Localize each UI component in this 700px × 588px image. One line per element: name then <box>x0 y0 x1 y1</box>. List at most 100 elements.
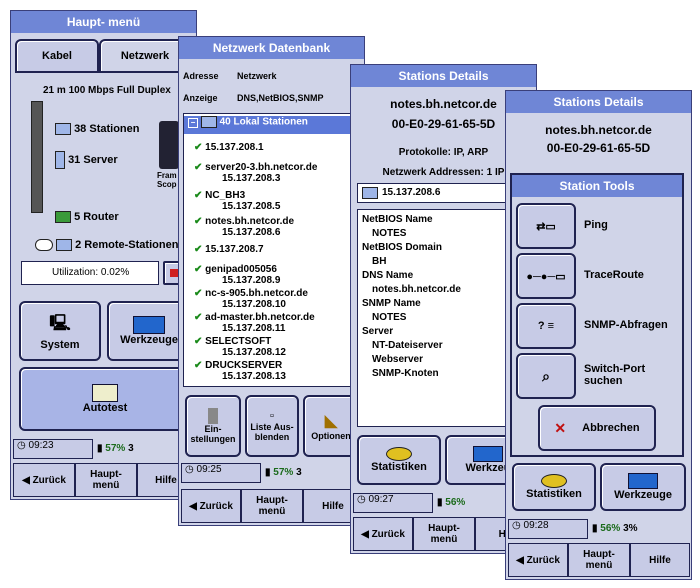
main-menu-label: Haupt- menü <box>428 523 460 545</box>
check-icon: ✔ <box>194 288 203 299</box>
battery-icon: ▮ <box>97 443 103 454</box>
settings-button[interactable]: Ein- stellungen <box>185 395 241 457</box>
detail-value: NOTES <box>372 312 407 323</box>
station-ip: 15.137.208.3 <box>222 173 281 184</box>
device-remote[interactable]: 2 Remote-Stationen <box>75 239 179 251</box>
main-menu-label: Haupt- menü <box>256 495 288 517</box>
mac-address: 00-E0-29-61-65-5D <box>391 117 496 131</box>
back-label: Zurück <box>32 474 66 486</box>
window-title: Netzwerk Datenbank <box>179 37 364 59</box>
minimize-icon: ▫ <box>270 410 274 422</box>
snmp-button[interactable]: ? ≡ <box>516 303 576 349</box>
back-label: Zurück <box>371 528 405 540</box>
flag-icon <box>170 269 182 277</box>
check-icon: ✔ <box>194 264 203 275</box>
switch-port-button[interactable]: ⌕ <box>516 353 576 399</box>
device-servers[interactable]: 31 Server <box>68 153 118 166</box>
back-button[interactable]: ◀ Zurück <box>353 517 413 551</box>
check-icon: ✔ <box>194 216 203 227</box>
station-ip: 15.137.208.5 <box>222 201 281 212</box>
back-button[interactable]: ◀ Zurück <box>508 543 568 577</box>
main-menu-button[interactable]: Haupt- menü <box>75 463 137 497</box>
tab-kabel[interactable]: Kabel <box>15 39 99 73</box>
options-label: Optionen <box>311 431 351 441</box>
station-name: notes.bh.netcor.de <box>205 216 295 227</box>
router-icon <box>55 211 71 224</box>
hide-list-button[interactable]: ▫ Liste Aus- blenden <box>245 395 299 457</box>
station-ip: 15.137.208.10 <box>222 299 286 310</box>
settings-label: Ein- stellungen <box>190 424 236 444</box>
back-button[interactable]: ◀ Zurück <box>181 489 241 523</box>
snmp-label: SNMP-Abfragen <box>584 319 668 331</box>
statistics-button[interactable]: Statistiken <box>357 435 441 485</box>
battery-icon: ▮ <box>437 497 443 508</box>
device-stations[interactable]: 38 Stationen <box>74 123 140 135</box>
device-routers[interactable]: 5 Router <box>74 211 119 223</box>
group-row[interactable]: − 40 Lokal Stationen <box>184 116 354 134</box>
dialog-title: Station Tools <box>512 175 682 197</box>
cloud-icon <box>35 239 53 252</box>
clock-time: 09:27 <box>368 494 394 505</box>
back-button[interactable]: ◀ Zurück <box>13 463 75 497</box>
cancel-button[interactable]: ✕ Abbrechen <box>538 405 656 451</box>
clock-icon: ◷ <box>185 464 194 475</box>
station-tools-dialog: Station Tools ⇄▭ Ping ●─●─▭ TraceRoute ?… <box>510 173 684 457</box>
traceroute-button[interactable]: ●─●─▭ <box>516 253 576 299</box>
main-menu-button[interactable]: Haupt- menü <box>241 489 303 523</box>
status-bar: ◷ 09:27 <box>353 493 433 513</box>
anzeige-value[interactable]: DNS,NetBIOS,SNMP <box>237 93 324 103</box>
main-menu-label: Haupt- menü <box>90 469 122 491</box>
station-name: DRUCKSERVER <box>205 360 283 371</box>
clock-icon: ◷ <box>17 440 26 451</box>
help-label: Hilfe <box>322 500 344 512</box>
tools-button[interactable]: Werkzeuge <box>600 463 686 511</box>
close-icon: ✕ <box>554 419 567 436</box>
autotest-label: Autotest <box>82 402 128 414</box>
window-title: Stations Details <box>506 91 691 113</box>
hide-list-label: Liste Aus- blenden <box>250 422 294 442</box>
station-row[interactable]: ✔ 15.137.208.7 <box>194 244 264 255</box>
station-name: nc-s-905.bh.netcor.de <box>205 288 308 299</box>
detail-value: notes.bh.netcor.de <box>372 284 461 295</box>
station-row[interactable]: ✔ 15.137.208.1 <box>194 142 264 153</box>
system-button[interactable]: 🖳 System <box>19 301 101 361</box>
back-label: Zurück <box>199 500 233 512</box>
ip-dropdown[interactable]: 15.137.208.6 <box>357 183 527 203</box>
back-arrow-icon: ◀ <box>22 474 30 486</box>
autotest-button[interactable]: Autotest <box>19 367 191 431</box>
collapse-icon[interactable]: − <box>188 117 198 128</box>
adresse-value[interactable]: Netzwerk <box>237 71 277 81</box>
main-menu-button[interactable]: Haupt- menü <box>568 543 630 577</box>
traceroute-label: TraceRoute <box>584 269 644 281</box>
station-ip: 15.137.208.12 <box>222 347 286 358</box>
detail-value: SNMP-Knoten <box>372 368 439 379</box>
switch-graphic <box>31 101 43 213</box>
battery-indicator: ▮ 56% 3% <box>592 523 638 534</box>
help-button[interactable]: Hilfe <box>630 543 690 577</box>
ip-value: 15.137.208.6 <box>382 187 441 198</box>
status-bar: ◷ 09:23 <box>13 439 93 459</box>
system-label: System <box>40 338 80 351</box>
options-button[interactable]: ◣ Optionen <box>303 395 359 457</box>
host-name: notes.bh.netcor.de <box>545 123 652 137</box>
werkzeuge-button[interactable]: Werkzeuge <box>107 301 191 361</box>
tools-label: Werkzeuge <box>614 489 672 501</box>
help-label: Hilfe <box>649 554 671 566</box>
ping-button[interactable]: ⇄▭ <box>516 203 576 249</box>
station-ip: 15.137.208.11 <box>222 323 286 334</box>
main-menu-label: Haupt- menü <box>583 549 615 571</box>
statistics-button[interactable]: Statistiken <box>512 463 596 511</box>
network-addresses: Netzwerk Addressen: 1 IP <box>382 167 505 178</box>
tab-netzwerk[interactable]: Netzwerk <box>99 39 191 73</box>
main-menu-button[interactable]: Haupt- menü <box>413 517 475 551</box>
station-list[interactable]: − 40 Lokal Stationen ✔ 15.137.208.1 ✔ se… <box>183 113 355 387</box>
status-bar: ◷ 09:25 <box>181 463 261 483</box>
